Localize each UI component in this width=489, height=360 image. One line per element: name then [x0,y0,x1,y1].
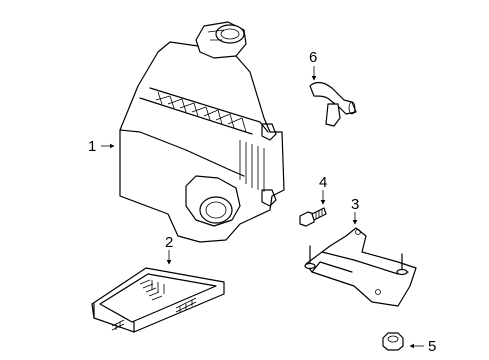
callout-3: 3 [351,196,359,213]
mounting-bracket[interactable] [304,227,417,307]
air-cleaner-housing[interactable] [119,21,285,243]
callout-5: 5 [428,338,436,355]
callout-1: 1 [88,138,96,155]
callout-leaders [101,66,424,349]
bolt[interactable] [299,207,327,227]
hose[interactable] [309,81,357,127]
callout-6: 6 [309,49,317,66]
nut[interactable] [382,332,404,351]
housing-ribs [155,91,247,133]
air-filter-element[interactable] [91,267,225,333]
callout-4: 4 [319,174,327,191]
callout-2: 2 [165,234,173,251]
